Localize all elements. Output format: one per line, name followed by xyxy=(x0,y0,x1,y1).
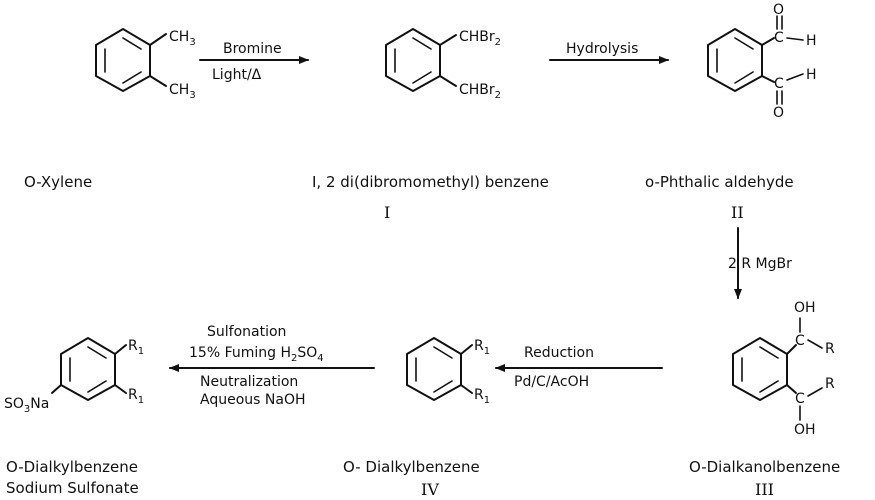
dialkyl-name: O- Dialkylbenzene xyxy=(343,458,480,476)
xylene-structure: CH3 CH3 xyxy=(95,28,196,101)
sulfonation-reagent: 15% Fuming H2SO4 xyxy=(189,345,324,364)
sulfonate-structure: R1 R1 SO3Na xyxy=(4,337,144,415)
aldehyde-h-top: H xyxy=(806,33,817,49)
aldehyde-o-top: O xyxy=(773,2,784,18)
bromination-condition: Light/Δ xyxy=(212,67,262,83)
aldehyde-c-bottom: C xyxy=(774,76,784,92)
dialkyl-structure: R1 R1 xyxy=(406,337,490,406)
dibromo-roman: I xyxy=(384,203,390,222)
sulfonate-name-line2: Sodium Sulfonate xyxy=(6,479,139,497)
dialkyl-roman: IV xyxy=(421,480,439,499)
alkyl-r1-bottom: R1 xyxy=(474,387,490,406)
hydroxyl-top: OH xyxy=(794,300,816,316)
methyl-bottom: CH3 xyxy=(169,82,196,101)
dialkanol-roman: III xyxy=(755,480,774,499)
sulfonate-r1-top: R1 xyxy=(128,338,144,357)
alkyl-r-top: R xyxy=(825,341,835,357)
alkyl-r-bottom: R xyxy=(825,376,835,392)
aldehyde-o-bottom: O xyxy=(773,105,784,121)
neutralization-step: Neutralization xyxy=(200,374,298,390)
aldehyde-h-bottom: H xyxy=(806,67,817,83)
sulfonate-group: SO3Na xyxy=(4,396,49,415)
dialkanol-structure: C OH R C OH R xyxy=(732,300,835,438)
methyl-top: CH3 xyxy=(169,29,196,48)
aldehyde-structure: C O H C O H xyxy=(707,2,817,121)
alkyl-r1-top: R1 xyxy=(474,338,490,357)
dialkanol-name: O-Dialkanolbenzene xyxy=(689,458,840,476)
carbinol-c-bottom: C xyxy=(795,391,805,407)
reduction-label: Reduction xyxy=(524,345,594,361)
dibromo-name: I, 2 di(dibromomethyl) benzene xyxy=(312,173,549,191)
bromination-reagent: Bromine xyxy=(223,41,282,57)
xylene-name: O-Xylene xyxy=(24,173,92,191)
aldehyde-c-top: C xyxy=(774,30,784,46)
hydroxyl-bottom: OH xyxy=(794,422,816,438)
sulfonate-r1-bottom: R1 xyxy=(128,387,144,406)
dibromomethyl-top: CHBr2 xyxy=(459,29,501,48)
dibromomethyl-bottom: CHBr2 xyxy=(459,82,501,101)
methyl-bond-bottom xyxy=(149,75,167,87)
sulfonation-step: Sulfonation xyxy=(207,324,286,340)
aldehyde-name: o-Phthalic aldehyde xyxy=(645,173,794,191)
hydrolysis-reagent: Hydrolysis xyxy=(566,41,638,57)
reduction-catalyst: Pd/C/AcOH xyxy=(514,374,589,390)
aldehyde-roman: II xyxy=(731,203,744,222)
neutralization-reagent: Aqueous NaOH xyxy=(200,392,306,408)
dibromo-structure: CHBr2 CHBr2 xyxy=(385,28,501,101)
carbinol-c-top: C xyxy=(795,333,805,349)
sulfonate-name-line1: O-Dialkylbenzene xyxy=(6,458,138,476)
grignard-reagent: 2 R MgBr xyxy=(728,256,792,272)
methyl-bond-top xyxy=(149,33,167,46)
